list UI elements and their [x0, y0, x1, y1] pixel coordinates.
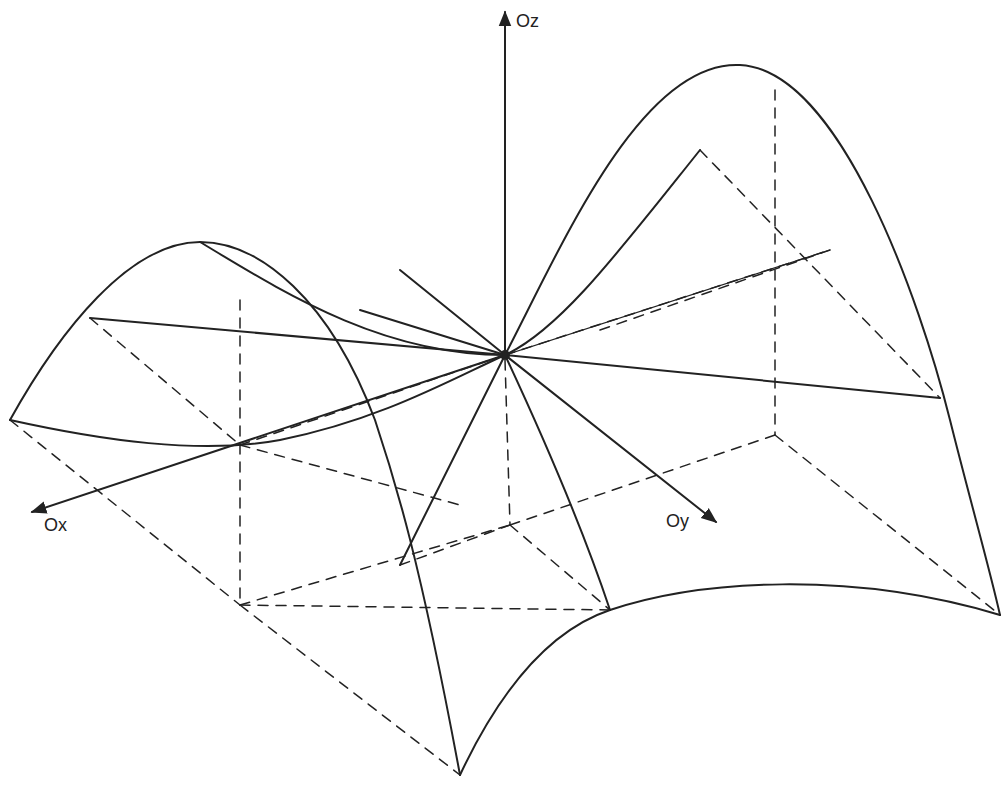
y-axis-label: Oy [664, 512, 691, 532]
z-axis-label: Oz [514, 12, 541, 32]
x-axis-label: Ox [42, 516, 69, 536]
